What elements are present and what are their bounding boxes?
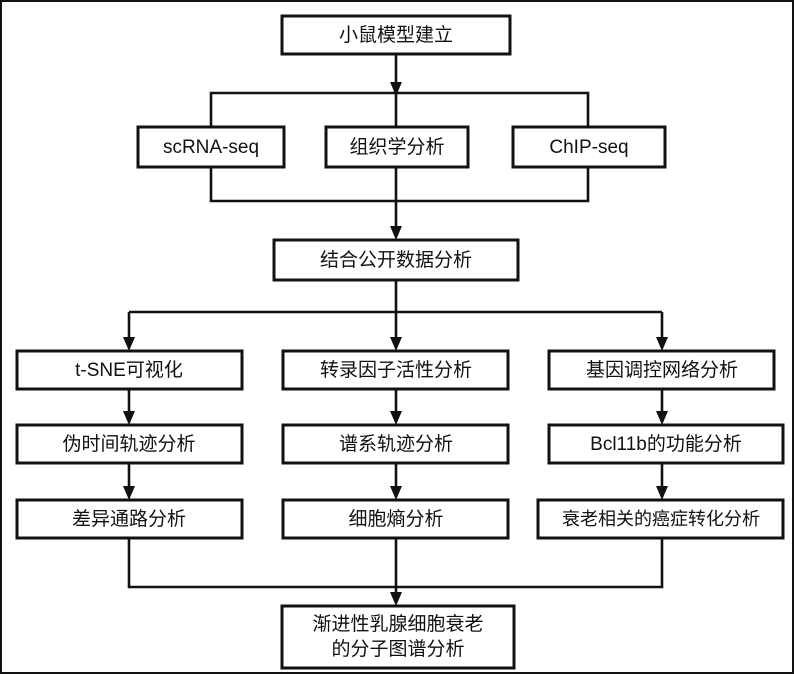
arrowhead-icon <box>390 486 402 500</box>
node-box <box>15 498 244 540</box>
node-label: 小鼠模型建立 <box>339 24 453 46</box>
edge-pseudotime-to-pathway <box>123 463 135 500</box>
node-box <box>272 238 520 282</box>
node-label: 谱系轨迹分析 <box>339 433 453 455</box>
node-label: 组织学分析 <box>349 136 444 158</box>
arrowhead-icon <box>390 226 402 240</box>
edge-split-bus <box>209 91 590 127</box>
node-box <box>281 349 510 391</box>
node-conclusion-molecular-atlas[interactable]: 渐进性乳腺细胞衰老 的分子图谱分析 <box>280 604 516 670</box>
node-box <box>324 125 470 169</box>
node-mouse-model[interactable]: 小鼠模型建立 <box>280 14 512 56</box>
node-lineage-trajectory[interactable]: 谱系轨迹分析 <box>281 423 510 465</box>
node-box <box>136 125 286 169</box>
arrowhead-icon <box>656 486 668 500</box>
node-label: 基因调控网络分析 <box>586 359 738 381</box>
node-cell-entropy[interactable]: 细胞熵分析 <box>281 498 510 540</box>
node-label: t-SNE可视化 <box>75 359 183 381</box>
edge-tsne-to-pseudotime <box>123 389 135 425</box>
node-tsne-visualization[interactable]: t-SNE可视化 <box>15 349 244 391</box>
arrowhead-icon <box>390 82 402 96</box>
node-label: 结合公开数据分析 <box>320 249 472 271</box>
edge-layer <box>123 54 668 606</box>
node-gene-regulatory-network[interactable]: 基因调控网络分析 <box>547 349 776 391</box>
edge-assays-to-public-data <box>209 167 590 240</box>
node-box <box>511 125 667 169</box>
node-label: ChIP-seq <box>549 137 628 158</box>
node-label: scRNA-seq <box>163 137 259 158</box>
node-box <box>536 498 785 540</box>
node-bcl11b-function[interactable]: Bcl11b的功能分析 <box>547 423 785 465</box>
edge-public-data-to-analyses <box>123 280 668 351</box>
node-box <box>281 423 510 465</box>
edge-lineage-to-entropy <box>390 463 402 500</box>
node-label-line2: 的分子图谱分析 <box>331 638 464 660</box>
node-box <box>15 349 244 391</box>
node-label: 衰老相关的癌症转化分析 <box>562 509 760 529</box>
arrowhead-icon <box>390 592 402 606</box>
node-pseudotime-trajectory[interactable]: 伪时间轨迹分析 <box>15 423 244 465</box>
edge-analyses-to-conclusion <box>127 538 664 606</box>
node-box <box>547 349 776 391</box>
node-label: 转录因子活性分析 <box>320 359 472 381</box>
arrowhead-icon <box>390 411 402 425</box>
node-tf-activity-analysis[interactable]: 转录因子活性分析 <box>281 349 510 391</box>
edge-grn-to-bcl11b <box>656 389 668 425</box>
node-label: 差异通路分析 <box>72 508 186 530</box>
node-public-data-analysis[interactable]: 结合公开数据分析 <box>272 238 520 282</box>
edge-model-to-assays <box>209 54 590 127</box>
arrowhead-icon <box>656 411 668 425</box>
node-label: 伪时间轨迹分析 <box>62 433 195 455</box>
arrowhead-icon <box>123 411 135 425</box>
node-scrna-seq[interactable]: scRNA-seq <box>136 125 286 169</box>
node-chip-seq[interactable]: ChIP-seq <box>511 125 667 169</box>
edge-bcl11b-to-cancer <box>656 463 668 500</box>
node-label: Bcl11b的功能分析 <box>590 433 742 455</box>
arrowhead-icon <box>390 337 402 351</box>
node-label-line1: 渐进性乳腺细胞衰老 <box>312 613 483 635</box>
node-label: 细胞熵分析 <box>348 508 443 530</box>
arrowhead-icon <box>123 486 135 500</box>
node-histology[interactable]: 组织学分析 <box>324 125 470 169</box>
edge-tfactivity-to-lineage <box>390 389 402 425</box>
node-differential-pathway[interactable]: 差异通路分析 <box>15 498 244 540</box>
node-senescence-cancer-transformation[interactable]: 衰老相关的癌症转化分析 <box>536 498 785 540</box>
arrowhead-icon <box>656 337 668 351</box>
node-box <box>547 423 785 465</box>
node-box <box>281 498 510 540</box>
arrowhead-icon <box>123 337 135 351</box>
edge-merge-bus <box>209 167 590 203</box>
node-box <box>280 604 516 670</box>
node-box <box>280 14 512 56</box>
node-box <box>15 423 244 465</box>
